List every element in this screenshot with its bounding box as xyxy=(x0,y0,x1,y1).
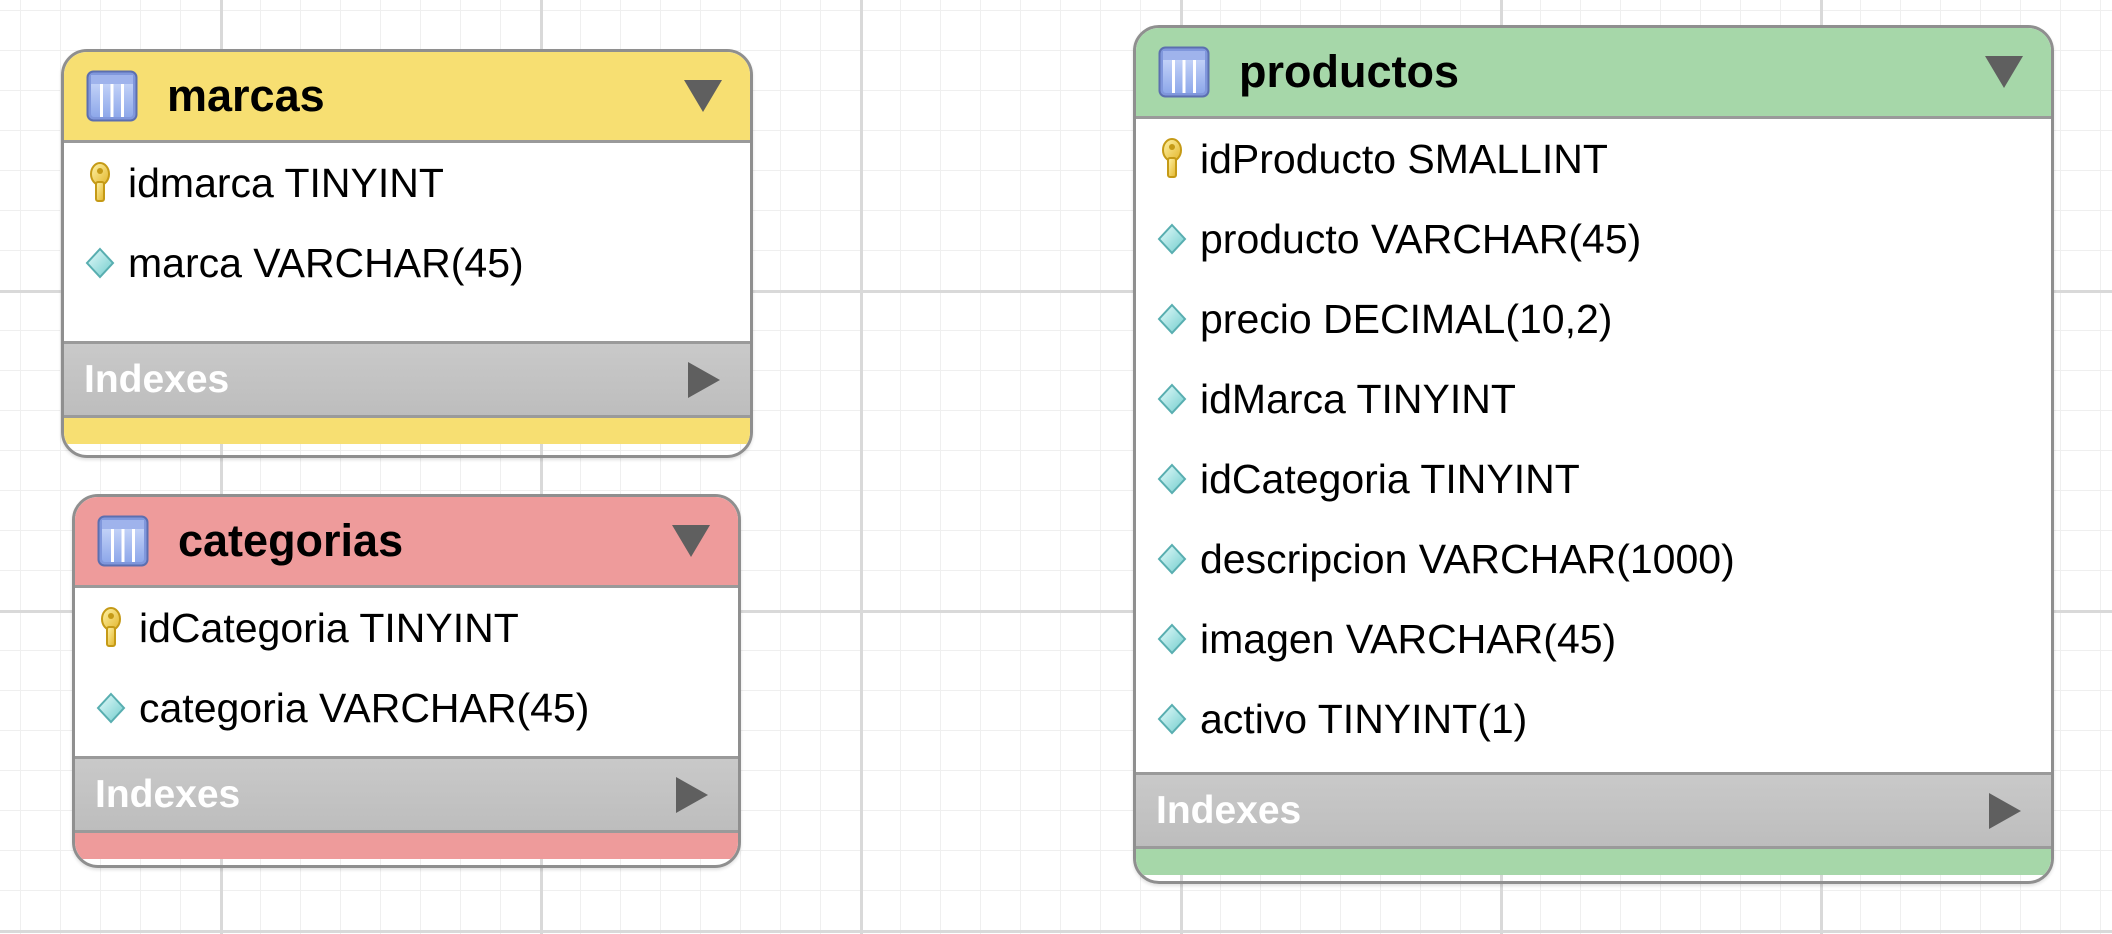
table-footer xyxy=(75,833,738,859)
table-footer xyxy=(1136,849,2051,875)
collapse-triangle-icon[interactable] xyxy=(672,525,710,557)
column-row[interactable]: idmarca TINYINT xyxy=(64,143,750,223)
column-row[interactable]: descripcion VARCHAR(1000) xyxy=(1136,519,2051,599)
column-row[interactable]: idProducto SMALLINT xyxy=(1136,119,2051,199)
column-row[interactable]: idMarca TINYINT xyxy=(1136,359,2051,439)
indexes-label: Indexes xyxy=(95,773,241,816)
column-list: idCategoria TINYINT categoria VARCHAR(45… xyxy=(75,588,738,756)
table-title: marcas xyxy=(167,70,325,121)
collapse-triangle-icon[interactable] xyxy=(684,80,722,112)
column-label: descripcion VARCHAR(1000) xyxy=(1200,536,1735,582)
column-label: idProducto SMALLINT xyxy=(1200,136,1608,182)
column-diamond-icon xyxy=(1152,376,1192,422)
primary-key-icon xyxy=(1152,136,1192,182)
column-label: precio DECIMAL(10,2) xyxy=(1200,296,1613,342)
column-label: categoria VARCHAR(45) xyxy=(139,685,590,731)
indexes-section[interactable]: Indexes xyxy=(64,341,750,418)
indexes-label: Indexes xyxy=(1156,789,1302,832)
column-row[interactable]: idCategoria TINYINT xyxy=(1136,439,2051,519)
column-diamond-icon xyxy=(1152,696,1192,742)
expand-triangle-icon[interactable] xyxy=(1989,793,2021,829)
column-list: idProducto SMALLINT producto VARCHAR(45)… xyxy=(1136,119,2051,772)
indexes-label: Indexes xyxy=(84,358,230,401)
column-label: idmarca TINYINT xyxy=(128,160,444,206)
column-label: idCategoria TINYINT xyxy=(139,605,519,651)
expand-triangle-icon[interactable] xyxy=(688,362,720,398)
table-footer xyxy=(64,418,750,444)
column-row[interactable]: precio DECIMAL(10,2) xyxy=(1136,279,2051,359)
table-marcas[interactable]: marcas idmarca TINYINT marca VARCHAR(45)… xyxy=(61,49,753,458)
column-label: idMarca TINYINT xyxy=(1200,376,1516,422)
column-diamond-icon xyxy=(91,685,131,731)
column-label: idCategoria TINYINT xyxy=(1200,456,1580,502)
column-diamond-icon xyxy=(1152,296,1192,342)
column-label: imagen VARCHAR(45) xyxy=(1200,616,1617,662)
column-row[interactable]: idCategoria TINYINT xyxy=(75,588,738,668)
table-icon xyxy=(97,515,149,567)
table-productos[interactable]: productos idProducto SMALLINT producto V… xyxy=(1133,25,2054,884)
table-title: categorias xyxy=(178,515,404,566)
indexes-section[interactable]: Indexes xyxy=(1136,772,2051,849)
table-icon xyxy=(1158,46,1210,98)
column-row[interactable]: marca VARCHAR(45) xyxy=(64,223,750,303)
table-categorias[interactable]: categorias idCategoria TINYINT categoria… xyxy=(72,494,741,868)
table-title: productos xyxy=(1239,46,1459,97)
column-diamond-icon xyxy=(80,240,120,286)
column-row[interactable]: categoria VARCHAR(45) xyxy=(75,668,738,748)
column-list: idmarca TINYINT marca VARCHAR(45) xyxy=(64,143,750,341)
column-row[interactable]: activo TINYINT(1) xyxy=(1136,679,2051,759)
primary-key-icon xyxy=(80,160,120,206)
column-row[interactable]: producto VARCHAR(45) xyxy=(1136,199,2051,279)
primary-key-icon xyxy=(91,605,131,651)
column-label: producto VARCHAR(45) xyxy=(1200,216,1642,262)
column-row[interactable]: imagen VARCHAR(45) xyxy=(1136,599,2051,679)
column-diamond-icon xyxy=(1152,616,1192,662)
column-diamond-icon xyxy=(1152,536,1192,582)
indexes-section[interactable]: Indexes xyxy=(75,756,738,833)
table-header[interactable]: productos xyxy=(1136,28,2051,119)
table-icon xyxy=(86,70,138,122)
expand-triangle-icon[interactable] xyxy=(676,777,708,813)
table-header[interactable]: categorias xyxy=(75,497,738,588)
table-header[interactable]: marcas xyxy=(64,52,750,143)
collapse-triangle-icon[interactable] xyxy=(1985,56,2023,88)
column-label: marca VARCHAR(45) xyxy=(128,240,524,286)
column-diamond-icon xyxy=(1152,456,1192,502)
column-label: activo TINYINT(1) xyxy=(1200,696,1528,742)
column-diamond-icon xyxy=(1152,216,1192,262)
